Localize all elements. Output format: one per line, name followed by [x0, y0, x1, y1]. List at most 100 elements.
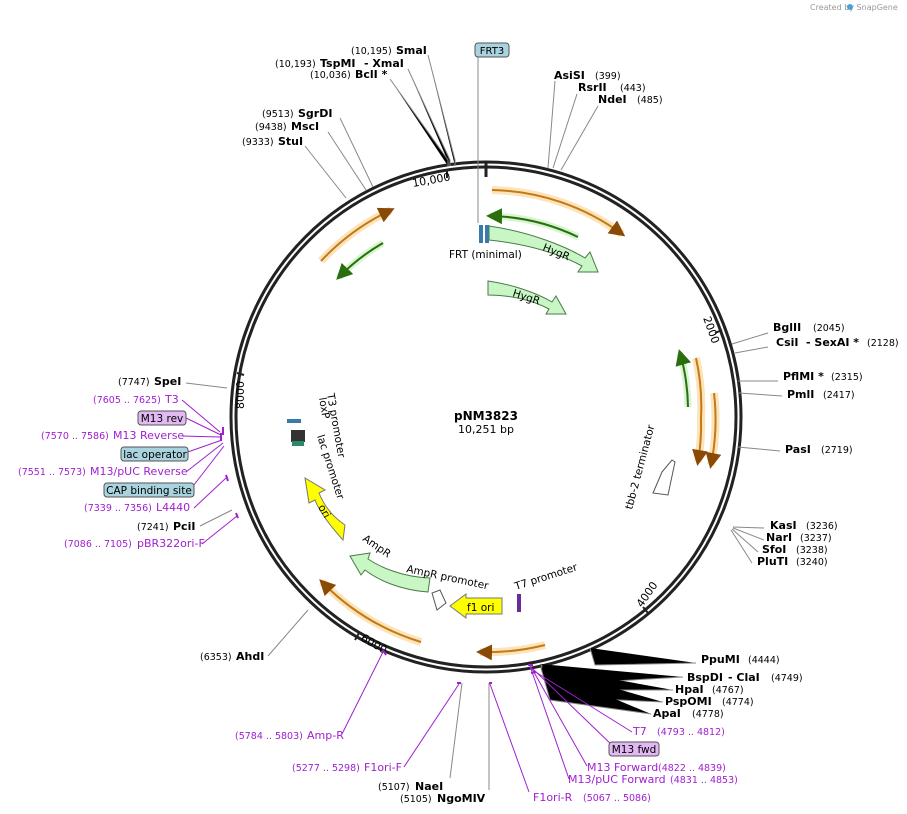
primer-pos-ampr: (5784 .. 5803)	[235, 731, 303, 742]
enzyme-name-tspmi: TspMI	[320, 57, 356, 70]
enzyme-name-pflmi: PflMI *	[783, 370, 824, 383]
enzyme-name-asisi: AsiSI	[554, 69, 585, 82]
enzyme-pos-pflmi: (2315)	[831, 372, 863, 383]
enzyme-name-smai: SmaI	[396, 44, 427, 57]
primer-name-m13forward: M13 Forward	[587, 761, 658, 774]
enzyme-name-ppumi: PpuMI	[701, 653, 740, 666]
hygr-feature-outer	[488, 225, 599, 273]
enzyme-pos-hpai: (4767)	[712, 685, 744, 696]
plasmid-length: 10,251 bp	[458, 423, 514, 436]
enzyme-pos-ngomiv: (5105)	[400, 794, 432, 805]
enzyme-pos-pasi: (2719)	[821, 445, 853, 456]
enzyme-name-msci: MscI	[291, 120, 319, 133]
primer-pos-m13reverse: (7570 .. 7586)	[41, 431, 109, 442]
primer-pos-f1orir: (5067 .. 5086)	[583, 793, 651, 804]
enzyme-pos-naei: (5107)	[378, 782, 410, 793]
loxp-label: loxP	[316, 396, 332, 419]
primer-name-t7: T7	[632, 725, 647, 738]
primer-name-ampr: Amp-R	[307, 729, 344, 742]
enzyme-name-csii: CsiI	[776, 336, 798, 349]
hygr-feature-inner	[487, 280, 567, 315]
tick-marks	[236, 170, 723, 641]
hygr-label-inner: HygR	[511, 287, 541, 307]
enzyme-name-bspdi: BspDI	[687, 671, 723, 684]
m13-fwd-box	[608, 741, 660, 757]
primer-pos-pbr322orif: (7086 .. 7105)	[64, 539, 132, 550]
t7-promoter-label: T7 promoter	[512, 561, 579, 593]
enzyme-pos-nari: (3237)	[800, 533, 832, 544]
frt3-box	[474, 42, 510, 58]
enzyme-name-pspomi: PspOMI	[665, 695, 712, 708]
t3-promoter-mark	[287, 419, 301, 423]
enzyme-name-clai: - ClaI	[728, 671, 760, 684]
enzyme-pos-apai: (4778)	[692, 709, 724, 720]
frt-minimal-mark-2	[485, 225, 489, 243]
m13-rev-box	[137, 410, 187, 426]
enzyme-pos-sgrdi: (9513)	[262, 109, 294, 120]
primer-leaders	[181, 399, 633, 793]
enzyme-name-stui: StuI	[278, 135, 303, 148]
enzyme-name-pcii: PciI	[173, 520, 195, 533]
ori-feature	[304, 477, 346, 542]
enzyme-pos-msci: (9438)	[255, 122, 287, 133]
lac-promoter-mark	[292, 441, 304, 446]
enzyme-pos-bglii: (2045)	[813, 323, 845, 334]
t7-promoter-mark	[517, 594, 521, 612]
primer-pos-f1orif: (5277 .. 5298)	[292, 763, 360, 774]
lac-operator-box	[120, 446, 189, 462]
primer-name-m13reverse: M13 Reverse	[113, 429, 184, 442]
enzyme-name-ngomiv: NgoMIV	[437, 792, 486, 805]
enzyme-pos-kasi: (3236)	[806, 521, 838, 532]
enzyme-name-ndei: NdeI	[598, 93, 627, 106]
enzyme-pos-csii: (2128)	[867, 338, 899, 349]
enzyme-pos-stui: (9333)	[242, 137, 274, 148]
lac-operator-label: lac operator	[123, 449, 187, 461]
m13-fwd-label: M13 fwd	[612, 744, 657, 756]
tick-label-10000: 10,000	[411, 170, 451, 189]
orf-arcs	[318, 186, 722, 661]
primer-pos-m13pucreverse: (7551 .. 7573)	[18, 467, 86, 478]
enzyme-name-naei: NaeI	[415, 780, 443, 793]
frt3-label: FRT3	[480, 46, 504, 57]
enzyme-pos-asisi: (399)	[595, 71, 621, 82]
enzyme-pos-tspmi: (10,193)	[275, 59, 316, 70]
tbb2-terminator-feature	[652, 459, 676, 496]
loxp-mark	[291, 430, 305, 442]
tbb2-terminator-label: tbb-2 terminator	[623, 423, 657, 511]
enzyme-pos-rsrii: (443)	[620, 83, 646, 94]
enzyme-leaders	[185, 54, 783, 790]
enzyme-name-kasi: KasI	[770, 519, 797, 532]
enzyme-pos-pcii: (7241)	[137, 522, 169, 533]
enzyme-name-pluti: PluTI	[757, 555, 788, 568]
primer-name-f1orir: F1ori-R	[533, 791, 573, 804]
primer-name-f1orif: F1ori-F	[364, 761, 402, 774]
enzyme-name-hpai: HpaI	[675, 683, 704, 696]
frt-minimal-mark-1	[479, 225, 483, 243]
primer-pos-m13forward: (4822 .. 4839)	[658, 763, 726, 774]
primer-pos-t3: (7605 .. 7625)	[93, 395, 161, 406]
enzyme-pos-sfoi: (3238)	[796, 545, 828, 556]
frt-minimal-label: FRT (minimal)	[449, 249, 522, 261]
enzyme-pos-smai: (10,195)	[351, 46, 392, 57]
enzyme-name-spei: SpeI	[154, 375, 181, 388]
primer-pos-l4440: (7339 .. 7356)	[84, 503, 152, 514]
tick-label-2000: 2000	[700, 315, 722, 346]
primer-name-pbr322orif: pBR322ori-F	[137, 537, 205, 550]
enzyme-name-nari: NarI	[766, 531, 792, 544]
enzyme-pos-spei: (7747)	[118, 377, 150, 388]
primer-name-t3: T3	[164, 393, 179, 406]
ampr-promoter-feature	[431, 589, 447, 611]
ori-label: ori	[315, 503, 332, 521]
snapgene-logo-icon	[847, 4, 853, 10]
enzyme-name-apai: ApaI	[653, 707, 681, 720]
primer-name-m13pucforward: M13/pUC Forward	[568, 773, 666, 786]
enzyme-pos-ndei: (485)	[637, 95, 663, 106]
enzyme-name-xmai: - XmaI	[364, 57, 404, 70]
enzyme-name-bglii: BglII	[773, 321, 801, 334]
enzyme-name-ahdi: AhdI	[236, 650, 264, 663]
tick-label-8000: 8000	[234, 381, 247, 409]
credit-text: Created by SnapGene	[810, 3, 898, 12]
enzyme-pos-ahdi: (6353)	[200, 652, 232, 663]
plasmid-name: pNM3823	[454, 409, 518, 423]
enzyme-name-sfoi: SfoI	[762, 543, 786, 556]
